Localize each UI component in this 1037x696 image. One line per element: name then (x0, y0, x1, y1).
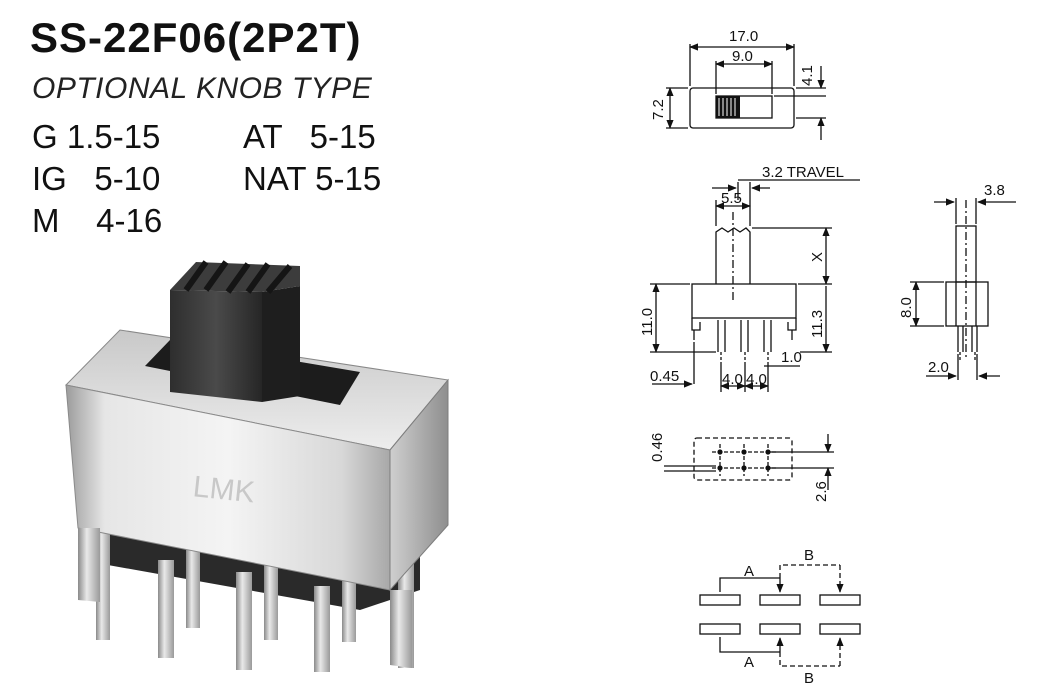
spec-at: AT 5-15 (243, 118, 376, 155)
dim-knob-thickness: 3.8 (984, 182, 1005, 199)
dim-slot: 9.0 (732, 48, 753, 65)
spec-nat: NAT 5-15 (243, 160, 382, 197)
switch-photo: LMK (64, 260, 449, 672)
dim-end-height: 8.0 (898, 297, 915, 318)
schematic-label-b-bottom: B (804, 670, 814, 687)
schematic-label-b-top: B (804, 547, 814, 564)
dim-pin-offset: 0.45 (650, 368, 679, 385)
dim-pin-width: 1.0 (781, 349, 802, 366)
terminal-pins (96, 520, 414, 672)
dim-row-pitch: 2.6 (813, 481, 830, 502)
end-view (910, 198, 1016, 380)
knob-type-subtitle: OPTIONAL KNOB TYPE (32, 72, 373, 105)
slide-knob (170, 260, 300, 402)
part-number-title: SS-22F06(2P2T) (30, 14, 362, 61)
dim-hole: 0.46 (649, 433, 666, 462)
dim-width: 17.0 (729, 28, 758, 45)
dim-pin-height: 11.3 (809, 310, 826, 338)
dim-knob-height: X (809, 252, 826, 262)
circuit-schematic (699, 564, 861, 667)
dim-end-pin: 2.0 (928, 359, 949, 376)
spec-g: G 1.5-15 (32, 118, 161, 155)
case-side (389, 378, 449, 592)
dim-pitch-1: 4.0 (722, 371, 743, 388)
top-view (666, 43, 826, 140)
dim-travel: 3.2 TRAVEL (762, 164, 844, 181)
side-view (650, 179, 860, 392)
dim-knob-width: 5.5 (721, 190, 742, 207)
dim-body-height: 11.0 (639, 308, 656, 336)
spec-ig: IG 5-10 (32, 160, 161, 197)
schematic-label-a-bottom: A (744, 654, 754, 671)
dim-height: 7.2 (650, 99, 667, 120)
brand-label: LMK (191, 470, 256, 509)
footprint-view (664, 434, 834, 490)
spec-m: M 4-16 (32, 202, 163, 239)
dim-knob-offset: 4.1 (799, 65, 816, 86)
schematic-label-a-top: A (744, 563, 754, 580)
dim-pitch-2: 4.0 (746, 371, 767, 388)
